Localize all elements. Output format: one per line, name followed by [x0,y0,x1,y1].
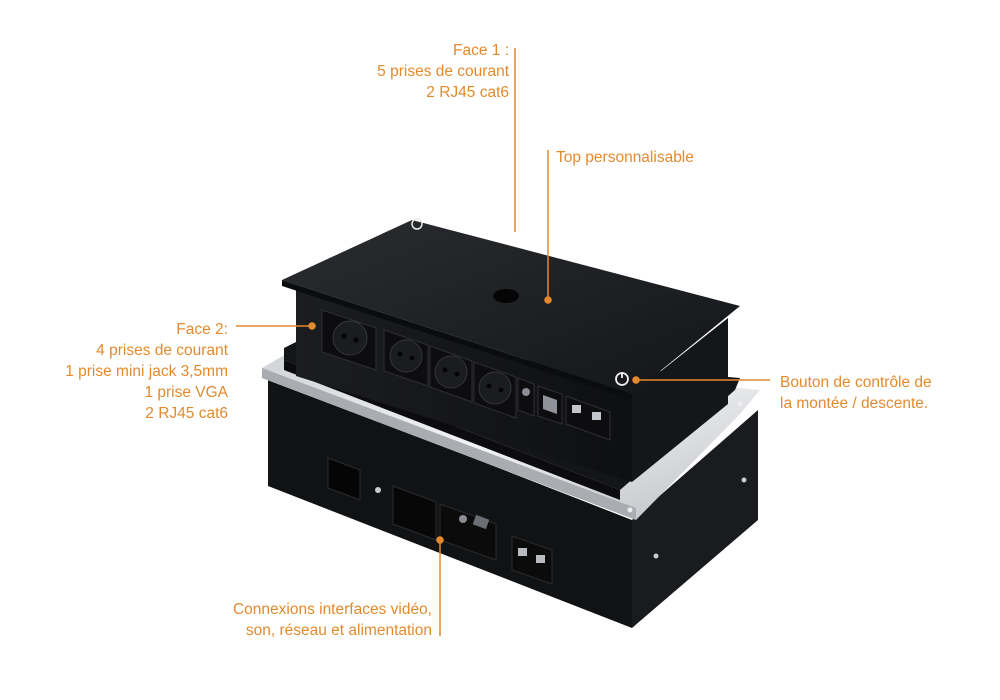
schuko-socket-icon [321,309,377,371]
callout-face2-line: Face 2: [176,321,228,338]
callout-connexions-line: Connexions interfaces vidéo, [232,601,432,618]
leader-dot [436,536,444,544]
mini-jack-icon [459,515,467,523]
top-lid-edge [282,280,632,400]
popup-unit [282,218,740,482]
callout-face1-line: Face 1 : [453,42,509,59]
callout-face1-line: 2 RJ45 cat6 [426,84,509,101]
rj45-port-icon [518,548,527,556]
callout-face2-line: 1 prise mini jack 3,5mm [65,363,228,380]
power-button-icon [411,218,423,230]
callout-leaders [236,48,770,636]
callout-top-line: Top personnalisable [556,149,694,166]
callout-face2-line: 2 RJ45 cat6 [145,405,228,422]
popup-side-face [632,318,728,482]
vga-port-icon [537,385,563,425]
screw-icon [653,553,659,559]
schuko-socket-icon [383,329,429,387]
screw-icon [627,507,633,513]
callout-face2: Face 2: 4 prises de courant 1 prise mini… [65,319,228,424]
leader-dot [544,296,552,304]
callout-face2-line: 1 prise VGA [144,384,228,401]
vga-port-icon [472,514,490,530]
power-inlet [327,457,361,501]
flange-edge [262,368,636,520]
screw-icon [375,487,381,493]
leader-dot [308,322,316,330]
hdmi-panel [392,485,437,541]
cable-pass-hole [493,289,519,303]
rj45-port-icon [565,395,611,441]
callout-button: Bouton de contrôle de la montée / descen… [780,372,932,414]
callout-face2-line: 4 prises de courant [96,342,228,359]
schuko-socket-icon [429,345,473,403]
screw-icon [737,401,743,407]
callout-face1-line: 5 prises de courant [377,63,509,80]
schuko-socket-icon [473,361,517,419]
leader-dot [632,376,640,384]
callout-button-line: la montée / descente. [780,395,929,412]
screw-icon [741,477,747,483]
callout-connexions: Connexions interfaces vidéo, son, réseau… [233,599,432,641]
callout-top: Top personnalisable [556,147,694,168]
mini-jack-icon [517,377,535,417]
callout-face1: Face 1 : 5 prises de courant 2 RJ45 cat6 [377,40,509,103]
rj45-port-icon [536,555,545,563]
callout-connexions-line: son, réseau et alimentation [245,622,432,639]
callout-button-line: Bouton de contrôle de [780,374,932,391]
customizable-top [282,220,740,394]
lower-housing-side [632,410,758,628]
